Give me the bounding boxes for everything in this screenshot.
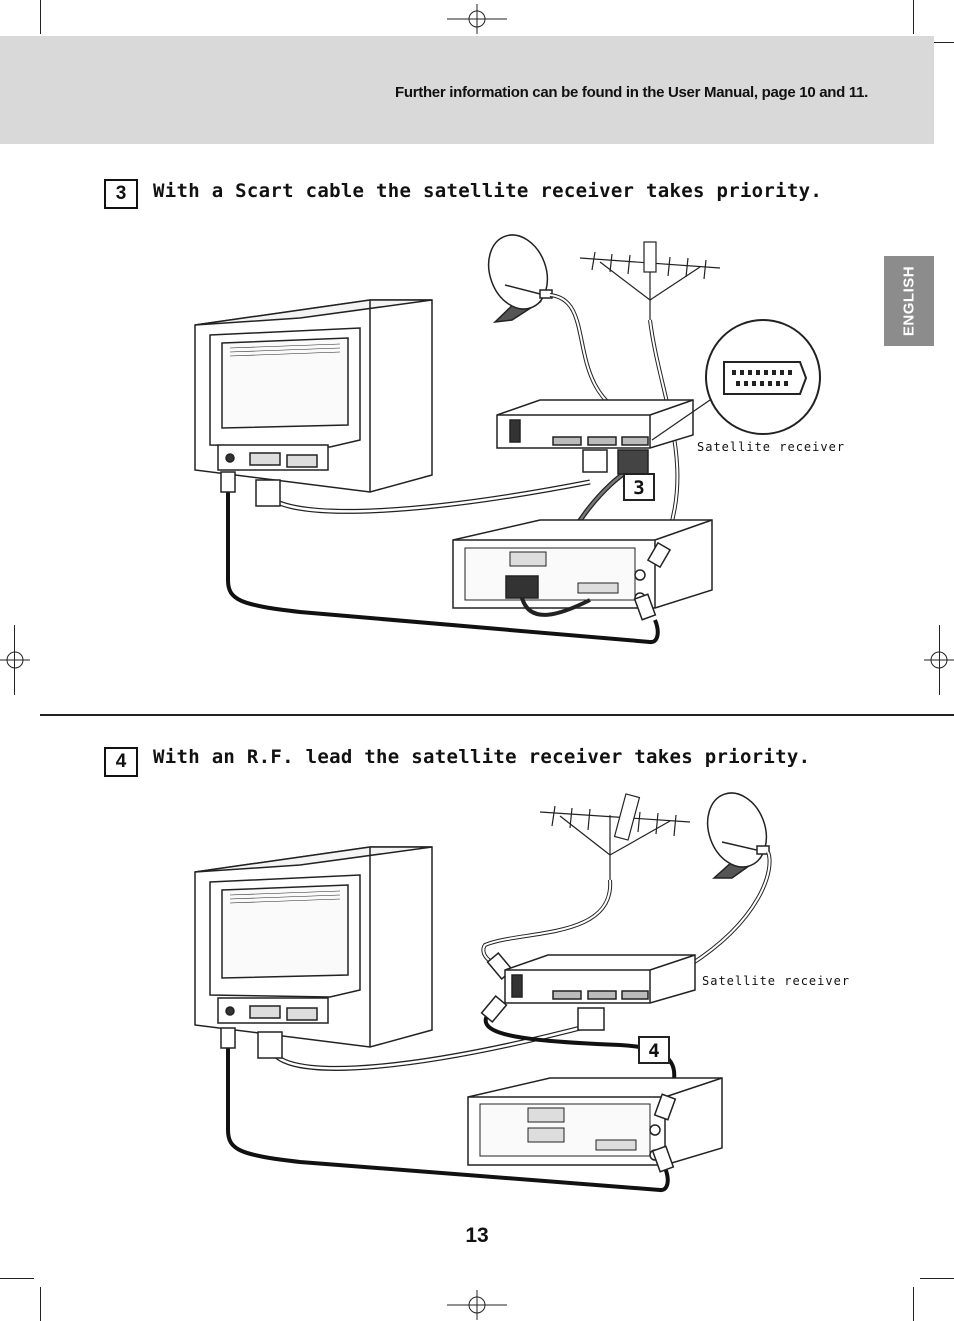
satellite-receiver-icon (504, 954, 696, 1004)
tv-icon (194, 299, 433, 493)
satellite-receiver-icon (496, 399, 694, 449)
step-number-box: 4 (104, 747, 138, 777)
satellite-receiver-label: Satellite receiver (697, 440, 845, 454)
satellite-dish-icon (487, 234, 553, 324)
crop-mark (920, 1278, 954, 1279)
callout-number: 4 (648, 1040, 659, 1062)
header-note: Further information can be found in the … (394, 84, 868, 101)
page-number: 13 (465, 1224, 489, 1247)
satellite-receiver-label: Satellite receiver (702, 974, 850, 988)
crop-mark (0, 1278, 34, 1279)
crop-mark (920, 42, 954, 43)
crop-mark (913, 0, 914, 34)
crop-mark (40, 1287, 41, 1321)
callout-box (623, 473, 655, 501)
tv-icon (194, 846, 433, 1048)
crop-mark (40, 0, 41, 34)
antenna-icon (579, 241, 721, 320)
scart-connection-diagram: 3 Satellite receiver (194, 234, 845, 644)
crop-mark (913, 1287, 914, 1321)
registration-mark-icon (924, 651, 954, 669)
rf-connection-diagram: 4 Satellite receiver (194, 792, 850, 1192)
registration-mark-icon (447, 1290, 507, 1320)
callout-number: 3 (633, 477, 644, 499)
section-divider (40, 714, 954, 716)
language-tab: ENGLISH (884, 256, 934, 346)
registration-mark-icon (0, 651, 30, 669)
registration-mark-icon (447, 4, 507, 34)
step-title: With an R.F. lead the satellite receiver… (153, 746, 811, 768)
vcr-icon (452, 519, 713, 609)
antenna-icon (539, 793, 691, 880)
vcr-icon (467, 1077, 723, 1166)
header-band (0, 36, 934, 144)
callout-box (638, 1036, 670, 1064)
scart-socket-detail-icon (651, 319, 821, 441)
step-number-box: 3 (104, 179, 138, 209)
step-title: With a Scart cable the satellite receive… (153, 180, 823, 202)
satellite-dish-icon (706, 792, 770, 879)
